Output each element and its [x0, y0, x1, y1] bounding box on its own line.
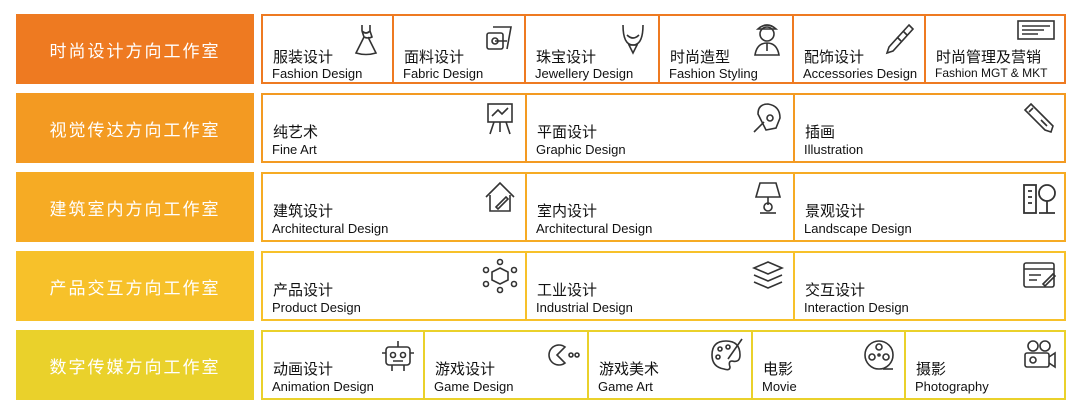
item-title-en: Landscape Design [804, 221, 912, 236]
item-title-zh: 珠宝设计 [536, 48, 597, 66]
studio-item[interactable]: 服装设计 Fashion Design [263, 16, 394, 82]
item-title-en: Interaction Design [804, 300, 909, 315]
studio-item[interactable]: 时尚管理及营销 Fashion MGT & MKT [926, 16, 1064, 82]
layers-icon [750, 258, 786, 294]
browser-icon [1021, 258, 1057, 294]
studio-item[interactable]: 插画 Illustration [795, 95, 1064, 161]
item-title-zh: 交互设计 [805, 281, 866, 299]
easel-icon [482, 100, 518, 136]
pencil-hand-icon [1021, 100, 1057, 136]
item-title-zh: 配饰设计 [804, 48, 865, 66]
item-title-zh: 产品设计 [273, 281, 334, 299]
studio-row-product: 产品交互方向工作室 产品设计 Product Design 工业设计 Indus… [0, 251, 1080, 321]
studio-item[interactable]: 产品设计 Product Design [263, 253, 527, 319]
studio-label: 时尚设计方向工作室 [16, 14, 254, 84]
studio-items: 服装设计 Fashion Design 面料设计 Fabric Design 珠… [261, 14, 1066, 84]
item-title-zh: 室内设计 [537, 202, 598, 220]
item-title-en: Architectural Design [536, 221, 653, 236]
studio-item[interactable]: 面料设计 Fabric Design [394, 16, 526, 82]
item-title-en: Fine Art [272, 142, 317, 157]
studio-items: 纯艺术 Fine Art 平面设计 Graphic Design 插画 Illu… [261, 93, 1066, 163]
studio-label: 数字传媒方向工作室 [16, 330, 254, 400]
lamp-icon [750, 179, 786, 215]
item-title-en: Product Design [272, 300, 361, 315]
item-title-zh: 游戏设计 [435, 360, 496, 378]
stylist-icon [749, 21, 785, 57]
item-title-en: Movie [762, 379, 797, 394]
item-title-en: Industrial Design [536, 300, 633, 315]
studio-items: 动画设计 Animation Design 游戏设计 Game Design 游… [261, 330, 1066, 400]
building-tree-icon [1021, 179, 1057, 215]
studio-items: 产品设计 Product Design 工业设计 Industrial Desi… [261, 251, 1066, 321]
palette-icon [708, 337, 744, 373]
item-title-zh: 景观设计 [805, 202, 866, 220]
studio-item[interactable]: 动画设计 Animation Design [263, 332, 425, 398]
studio-item[interactable]: 游戏美术 Game Art [589, 332, 753, 398]
dress-icon [348, 21, 384, 57]
item-title-zh: 平面设计 [537, 123, 598, 141]
studio-item[interactable]: 配饰设计 Accessories Design [794, 16, 926, 82]
item-title-en: Game Art [598, 379, 653, 394]
item-title-zh: 建筑设计 [273, 202, 334, 220]
item-title-zh: 动画设计 [273, 360, 334, 378]
film-reel-icon [861, 337, 897, 373]
item-title-en: Accessories Design [803, 66, 918, 81]
studio-item[interactable]: 室内设计 Architectural Design [527, 174, 795, 240]
laptop-icon [1014, 19, 1058, 55]
item-title-en: Fashion Design [272, 66, 363, 81]
studio-row-fashion: 时尚设计方向工作室 服装设计 Fashion Design 面料设计 Fabri… [0, 14, 1080, 84]
item-title-en: Architectural Design [272, 221, 389, 236]
item-title-zh: 工业设计 [537, 281, 598, 299]
studio-item[interactable]: 摄影 Photography [906, 332, 1064, 398]
pacman-icon [545, 337, 581, 373]
item-title-zh: 纯艺术 [273, 123, 319, 141]
necklace-icon [615, 21, 651, 57]
studio-item[interactable]: 游戏设计 Game Design [425, 332, 589, 398]
house-icon [482, 179, 518, 215]
video-camera-icon [1021, 337, 1057, 373]
studio-item[interactable]: 建筑设计 Architectural Design [263, 174, 527, 240]
studio-items: 建筑设计 Architectural Design 室内设计 Architect… [261, 172, 1066, 242]
studio-item[interactable]: 电影 Movie [753, 332, 906, 398]
item-title-zh: 游戏美术 [599, 360, 660, 378]
studio-label: 产品交互方向工作室 [16, 251, 254, 321]
studio-row-architecture: 建筑室内方向工作室 建筑设计 Architectural Design 室内设计… [0, 172, 1080, 242]
item-title-en: Fashion Styling [669, 66, 758, 81]
item-title-en: Illustration [804, 142, 864, 157]
robot-icon [380, 337, 416, 373]
item-title-en: Fabric Design [403, 66, 484, 81]
studio-item[interactable]: 景观设计 Landscape Design [795, 174, 1064, 240]
item-title-zh: 电影 [763, 360, 794, 378]
fabric-roll-icon [481, 21, 517, 57]
studio-row-visual: 视觉传达方向工作室 纯艺术 Fine Art 平面设计 Graphic Desi… [0, 93, 1080, 163]
studio-item[interactable]: 珠宝设计 Jewellery Design [526, 16, 660, 82]
studio-label: 视觉传达方向工作室 [16, 93, 254, 163]
item-title-en: Graphic Design [536, 142, 626, 157]
item-title-zh: 面料设计 [404, 48, 465, 66]
item-title-zh: 摄影 [916, 360, 947, 378]
studio-row-digital-media: 数字传媒方向工作室 动画设计 Animation Design 游戏设计 Gam… [0, 330, 1080, 400]
studio-item[interactable]: 交互设计 Interaction Design [795, 253, 1064, 319]
studio-label: 建筑室内方向工作室 [16, 172, 254, 242]
item-title-zh: 时尚管理及营销 [936, 48, 1042, 66]
item-title-en: Jewellery Design [535, 66, 634, 81]
cube-network-icon [482, 258, 518, 294]
item-title-zh: 时尚造型 [670, 48, 731, 66]
item-title-en: Photography [915, 379, 989, 394]
item-title-en: Fashion MGT & MKT [935, 66, 1048, 80]
tie-icon [881, 21, 917, 57]
studio-item[interactable]: 纯艺术 Fine Art [263, 95, 527, 161]
studio-item[interactable]: 工业设计 Industrial Design [527, 253, 795, 319]
pen-tool-icon [750, 100, 786, 136]
item-title-en: Game Design [434, 379, 514, 394]
item-title-en: Animation Design [272, 379, 374, 394]
item-title-zh: 服装设计 [273, 48, 334, 66]
studio-item[interactable]: 平面设计 Graphic Design [527, 95, 795, 161]
item-title-zh: 插画 [805, 123, 836, 141]
studio-item[interactable]: 时尚造型 Fashion Styling [660, 16, 794, 82]
